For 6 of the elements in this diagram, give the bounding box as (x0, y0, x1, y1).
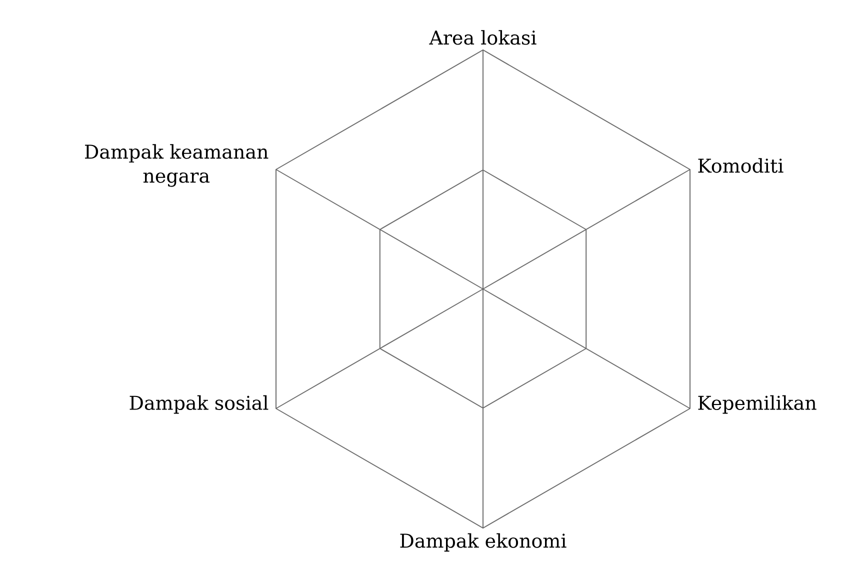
axis-label: Area lokasi (429, 30, 536, 45)
axis-label: Dampak keamanan negara (85, 144, 268, 187)
axis-label: Dampak sosial (130, 395, 268, 414)
axis-label: Kepemilikan (698, 395, 816, 414)
axis-label: Komoditi (698, 158, 784, 173)
axis-label: Dampak ekonomi (400, 533, 566, 552)
